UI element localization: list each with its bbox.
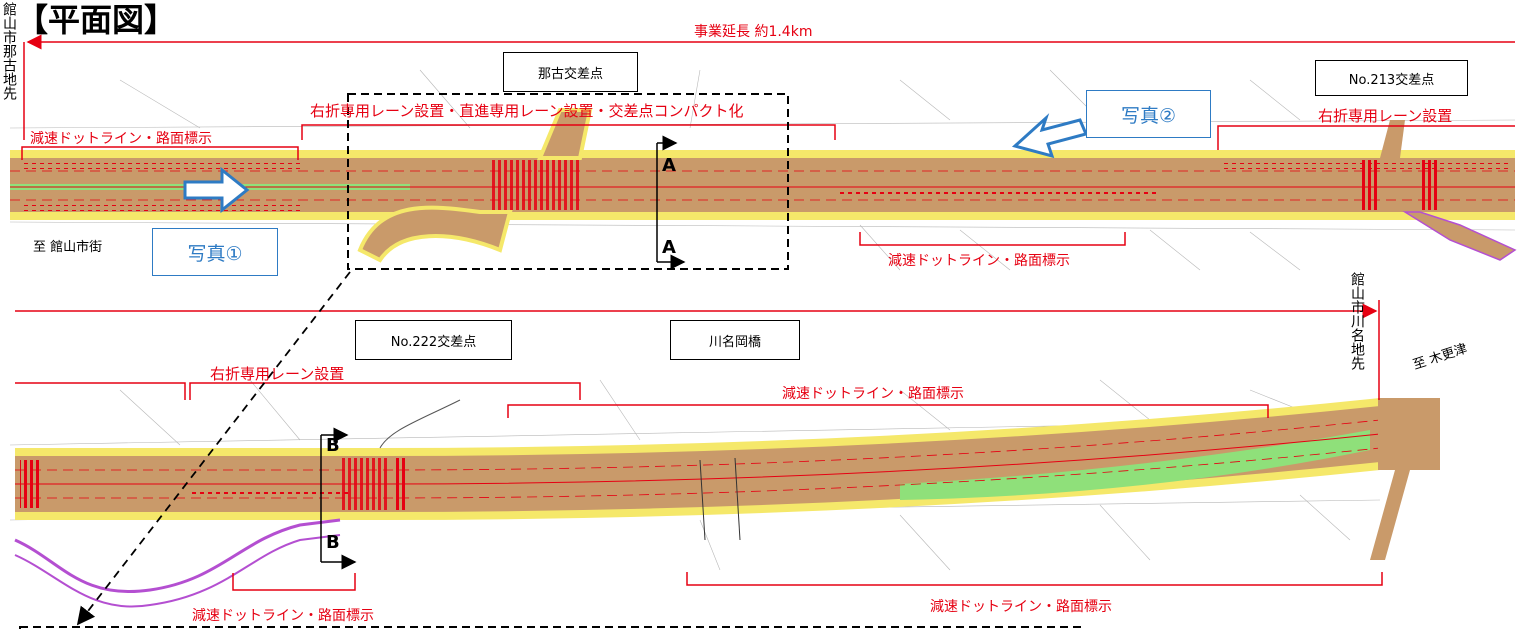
section-cut-a: [656, 135, 686, 270]
photo1-arrow: [183, 166, 250, 214]
section-a-top: A: [662, 155, 676, 176]
enlarge-leader: [76, 271, 351, 626]
upper-road: [10, 108, 1517, 263]
no222-intersection-box: No.222交差点: [355, 320, 512, 360]
section-b-top: B: [326, 435, 340, 456]
lower-bottom-right-markings-label: 減速ドットライン・路面標示: [930, 599, 1112, 615]
lower-center-markings-label: 減速ドットライン・路面標示: [782, 386, 964, 402]
extent-label: 事業延長 約1.4km: [694, 24, 813, 40]
bridge-box: 川名岡橋: [670, 320, 800, 360]
section-b-bottom: B: [326, 532, 340, 553]
photo1-label: 写真①: [152, 228, 278, 276]
place-start-label: 館山市那古地先: [1, 2, 17, 100]
annotation-brackets: [15, 124, 1515, 591]
upper-center-works-label: 右折専用レーン設置・直進専用レーン設置・交差点コンパクト化: [310, 102, 744, 120]
upper-left-markings-label: 減速ドットライン・路面標示: [30, 131, 212, 147]
nago-intersection-box: 那古交差点: [503, 52, 638, 92]
enlarge-box: [347, 93, 789, 270]
place-end-label: 館山市川名地先: [1349, 272, 1365, 370]
photo2-label: 写真②: [1086, 90, 1211, 138]
page-title: 【平面図】: [16, 1, 177, 39]
section-a-bottom: A: [662, 237, 676, 258]
no213-intersection-box: No.213交差点: [1315, 60, 1468, 96]
upper-bottom-markings-label: 減速ドットライン・路面標示: [888, 253, 1070, 269]
lower-left-lane-label: 右折専用レーン設置: [210, 365, 345, 383]
lower-road: [14, 398, 1440, 608]
section-cut-b: [320, 427, 357, 570]
upper-map-background: [9, 69, 1516, 271]
upper-right-lane-label: 右折専用レーン設置: [1318, 107, 1453, 125]
lower-bottom-left-markings-label: 減速ドットライン・路面標示: [192, 608, 374, 624]
photo2-arrow: [1011, 113, 1089, 159]
to-tateyama-label: 至 館山市街: [33, 240, 103, 255]
